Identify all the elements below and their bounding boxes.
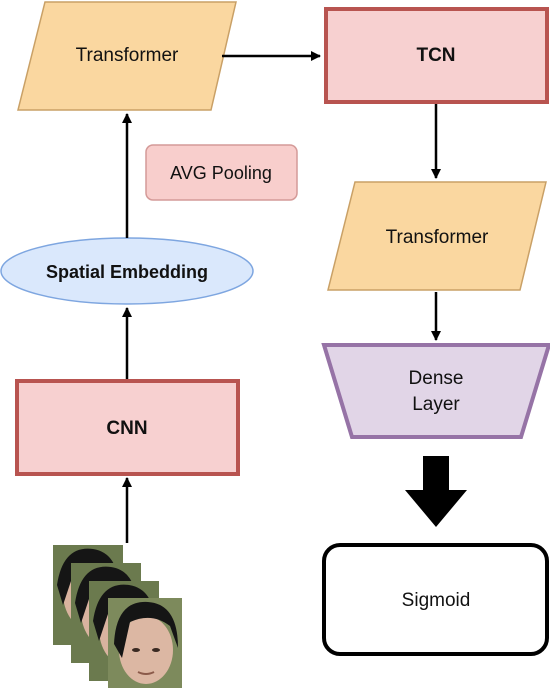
tcn-label: TCN [416, 45, 455, 66]
face-frame-icon [108, 598, 182, 688]
transformer-right-label: Transformer [386, 227, 489, 248]
dense-layer-node: Dense Layer [321, 343, 550, 439]
dense-layer-label-line2: Layer [412, 394, 460, 415]
avg-pooling-label: AVG Pooling [170, 163, 272, 183]
tcn-node: TCN [324, 7, 549, 104]
transformer-right-node: Transformer [327, 181, 547, 291]
cnn-label: CNN [106, 418, 147, 439]
transformer-left-label: Transformer [76, 45, 179, 66]
transformer-left-node: Transformer [17, 1, 237, 111]
input-face-frames [53, 545, 182, 688]
avg-pooling-node: AVG Pooling [145, 144, 298, 201]
spatial-embedding-label: Spatial Embedding [46, 262, 208, 282]
dense-layer-label-line1: Dense [409, 368, 464, 389]
spatial-embedding-node: Spatial Embedding [0, 237, 254, 305]
cnn-node: CNN [15, 379, 240, 476]
sigmoid-node: Sigmoid [322, 543, 549, 656]
block-arrow-down-icon [405, 456, 467, 527]
sigmoid-label: Sigmoid [402, 590, 471, 611]
